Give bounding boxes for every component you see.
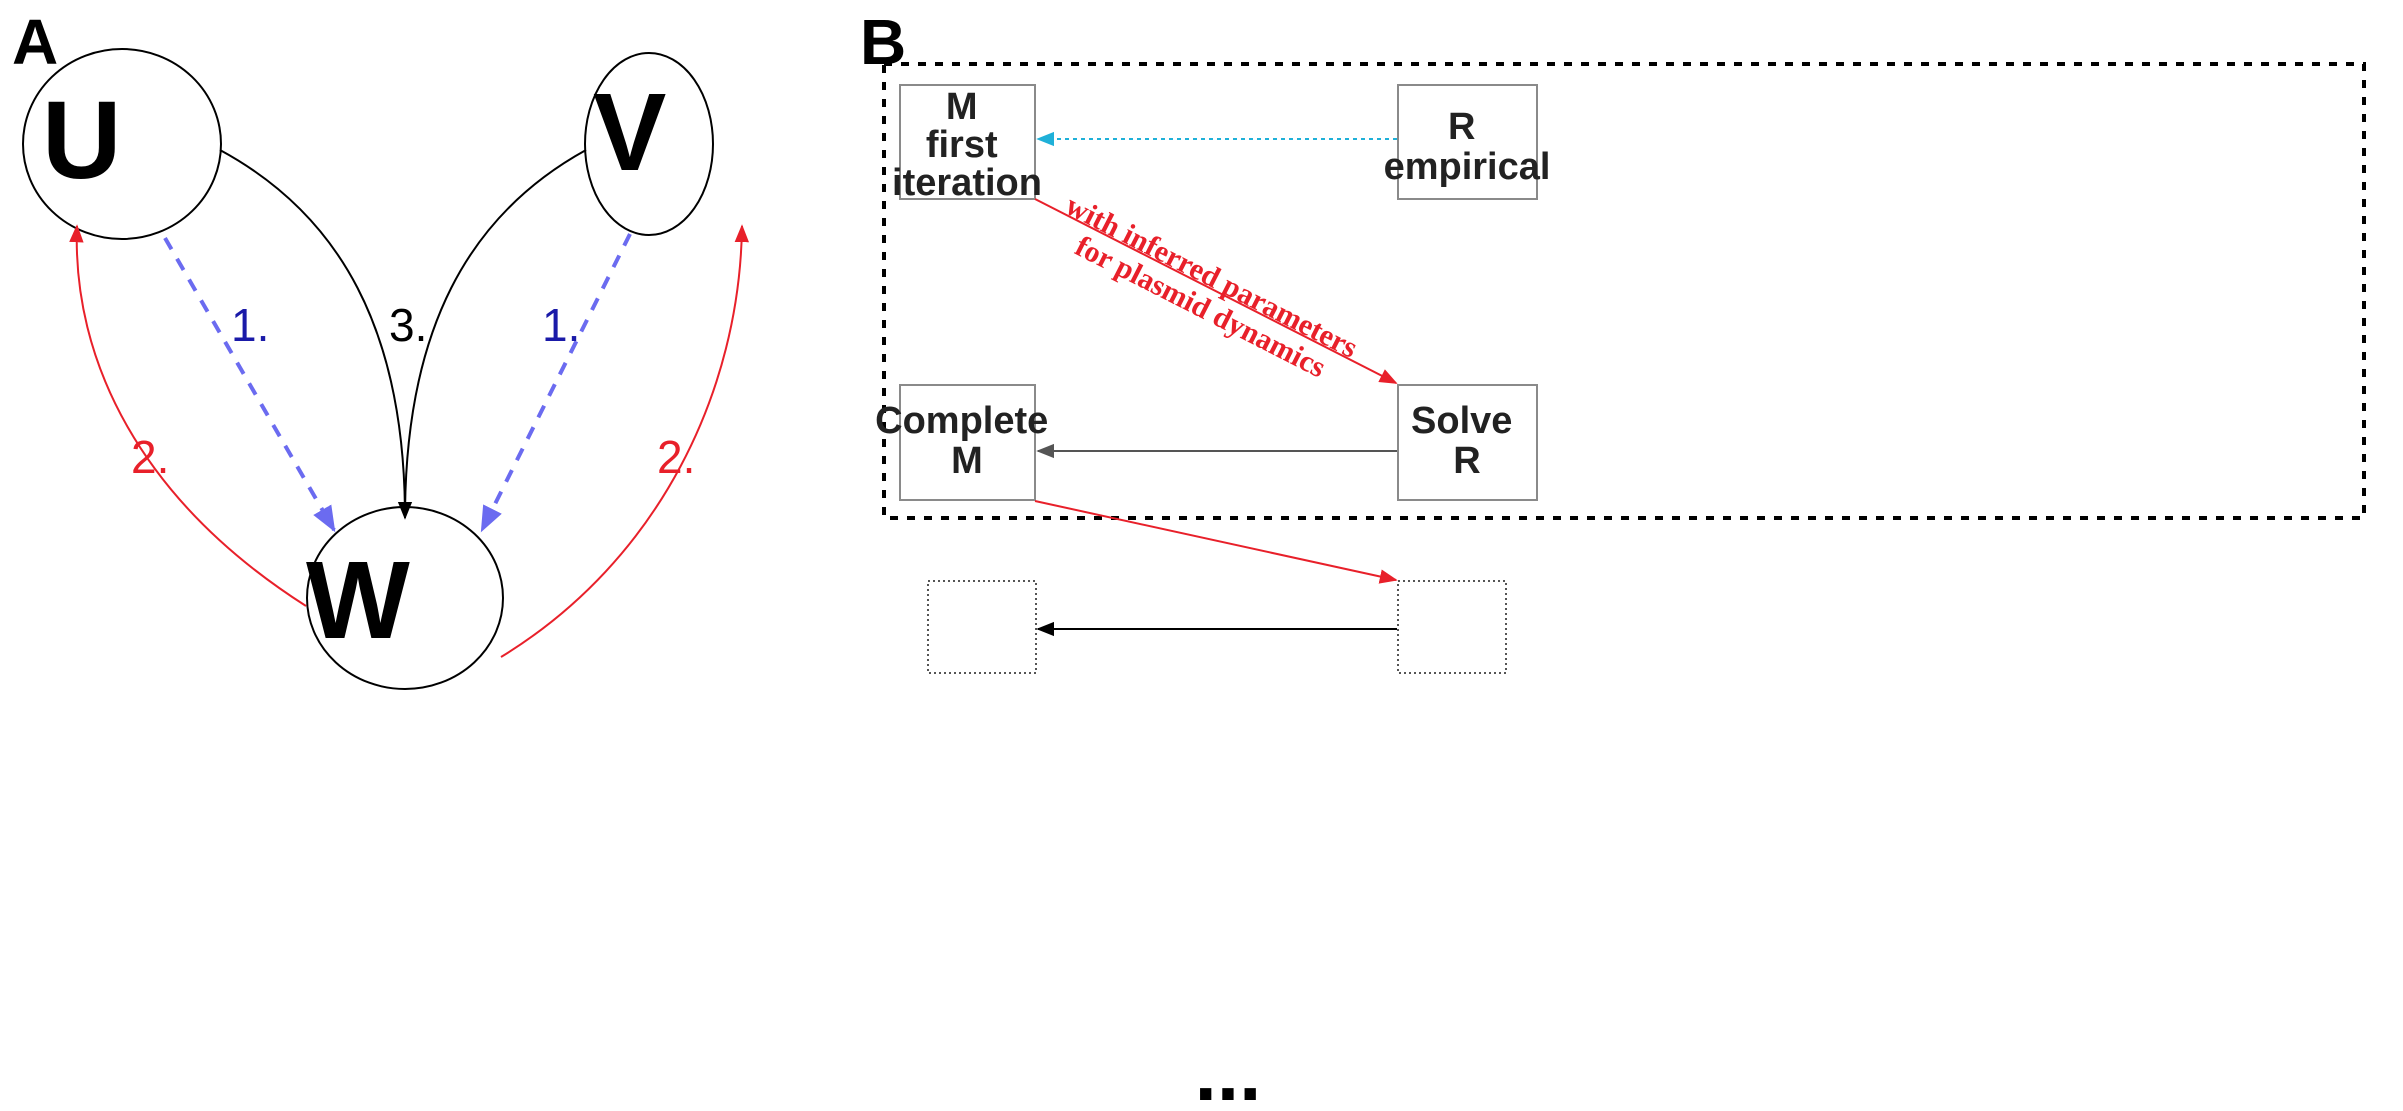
edge-w-to-v-red bbox=[500, 224, 749, 658]
panel-a: A U V W 1. 1. 2. 2. 3. bbox=[12, 6, 749, 690]
panel-b: B M first iteration R empirical Complete… bbox=[860, 6, 2366, 1111]
box-m-first-iteration bbox=[899, 84, 1036, 200]
box-solve-r-text: Solve R bbox=[1411, 400, 1523, 482]
continuation-ellipsis: ... bbox=[1195, 1028, 1262, 1111]
node-u-circle bbox=[22, 48, 222, 240]
box-complete-m bbox=[899, 384, 1036, 501]
edge-v-to-w-black bbox=[397, 149, 587, 520]
box-solve-r-line1: Solve bbox=[1411, 400, 1512, 442]
node-u-label: U bbox=[42, 79, 121, 202]
box-solve-r-line2: R bbox=[1453, 440, 1480, 482]
box-r-empirical-line1: R bbox=[1448, 106, 1475, 148]
box-r-empirical bbox=[1397, 84, 1538, 200]
iteration-frame bbox=[882, 62, 2366, 520]
arrow-complete-m-to-next bbox=[1034, 500, 1398, 584]
panel-a-letter: A bbox=[12, 6, 58, 78]
box-m-first-line3: iteration bbox=[892, 162, 1042, 204]
box-r-empirical-text: R empirical bbox=[1384, 106, 1551, 188]
node-w-label: W bbox=[306, 539, 410, 662]
box-r-empirical-line2: empirical bbox=[1384, 146, 1551, 188]
step1-left-label: 1. bbox=[231, 299, 269, 351]
arrow-m-first-to-solve-r bbox=[1034, 198, 1398, 384]
box-solve-r bbox=[1397, 384, 1538, 501]
box-complete-m-line2: M bbox=[951, 440, 983, 482]
box-m-first-line1: M bbox=[946, 86, 978, 128]
box-next-left-placeholder bbox=[927, 580, 1037, 674]
edge-v-to-w-blue-dashed bbox=[480, 233, 632, 533]
box-m-first-line2: first bbox=[926, 124, 998, 166]
box-m-first-iteration-text: M first iteration bbox=[892, 86, 1042, 204]
node-v-circle bbox=[584, 52, 714, 236]
diagonal-edge-label: with inferred parameters for plasmid dyn… bbox=[1046, 189, 1370, 397]
edge-u-to-w-black bbox=[219, 149, 406, 519]
step1-right-label: 1. bbox=[542, 299, 580, 351]
node-v-label: V bbox=[593, 71, 666, 194]
box-complete-m-line1: Complete bbox=[875, 400, 1048, 442]
box-complete-m-text: Complete M bbox=[875, 400, 1059, 482]
edge-w-to-u-red bbox=[69, 224, 307, 607]
step3-label: 3. bbox=[389, 299, 427, 351]
step2-right-label: 2. bbox=[657, 431, 695, 483]
edge-u-to-w-blue-dashed bbox=[163, 236, 336, 533]
box-next-right-placeholder bbox=[1397, 580, 1507, 674]
step2-left-label: 2. bbox=[131, 431, 169, 483]
